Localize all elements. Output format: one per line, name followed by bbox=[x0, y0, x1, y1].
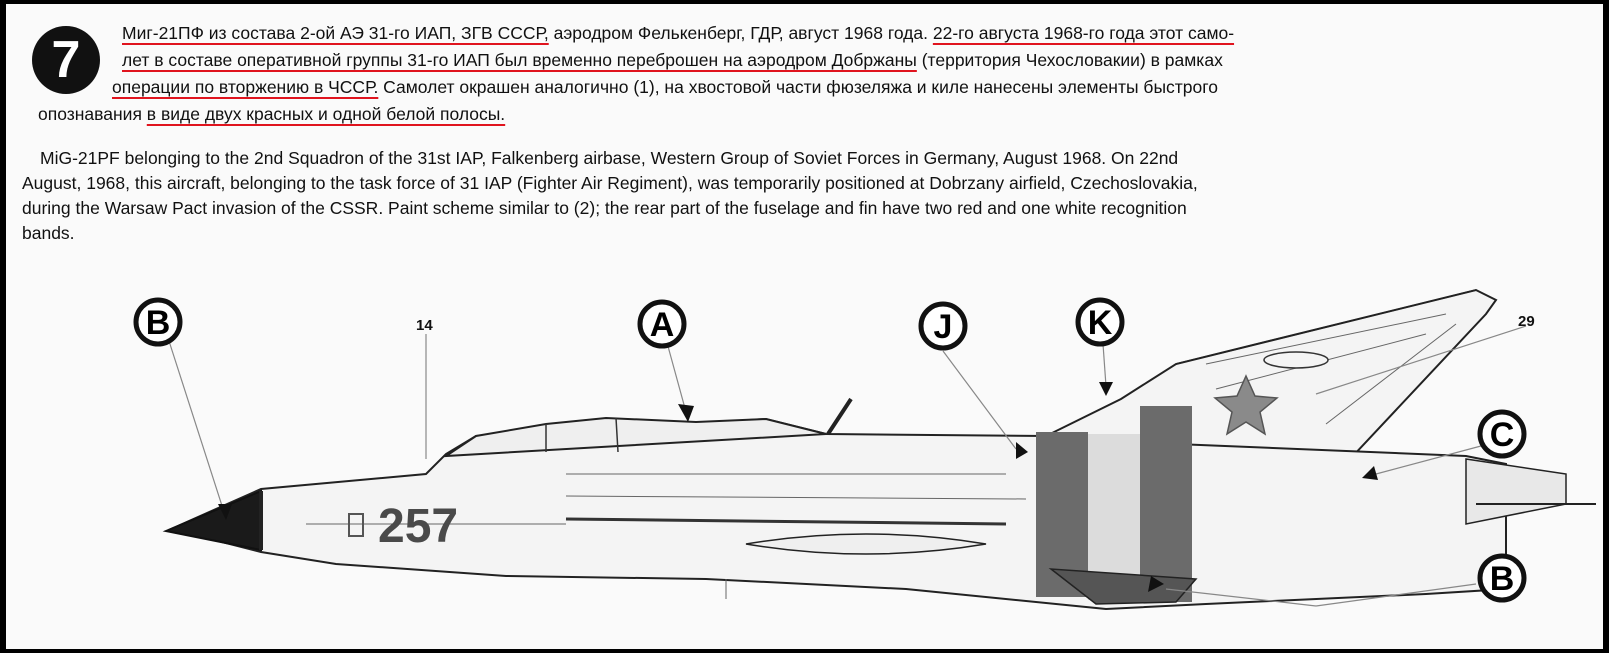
svg-text:A: A bbox=[650, 306, 675, 344]
svg-text:C: C bbox=[1490, 416, 1515, 454]
en-line2: August, 1968, this aircraft, belonging t… bbox=[22, 173, 1198, 193]
callout-c: C bbox=[1477, 409, 1527, 459]
dorsal-antenna bbox=[826, 397, 853, 436]
fuselage-panel-lines bbox=[306, 473, 1027, 599]
ru-line3-plain: Самолет окрашен аналогично (1), на хвост… bbox=[378, 77, 1218, 97]
svg-text:B: B bbox=[1490, 560, 1515, 598]
marking-number-14: 14 bbox=[416, 317, 433, 334]
ru-line1-underlined-2: 22-го августа 1968-го года этот само- bbox=[932, 23, 1235, 43]
russian-caption: Миг-21ПФ из состава 2-ой АЭ 31-го ИАП, З… bbox=[32, 20, 1592, 128]
mig21-side-profile-drawing: 257 B A bbox=[133, 288, 1596, 611]
decal-sheet-page: 7 Миг-21ПФ из состава 2-ой АЭ 31-го ИАП,… bbox=[6, 4, 1603, 649]
fin-fairing bbox=[1263, 351, 1329, 369]
callout-k: K bbox=[1075, 297, 1125, 347]
svg-text:B: B bbox=[146, 304, 171, 342]
belly-panel bbox=[1048, 568, 1198, 605]
en-line4: bands. bbox=[22, 223, 75, 243]
english-caption: MiG-21PF belonging to the 2nd Squadron o… bbox=[22, 146, 1597, 246]
arrow-heads bbox=[218, 382, 1378, 592]
en-line3: during the Warsaw Pact invasion of the C… bbox=[22, 198, 1187, 218]
exhaust-nozzle bbox=[1465, 458, 1567, 525]
fin-leading-edge bbox=[1175, 289, 1477, 365]
callout-j: J bbox=[918, 301, 968, 351]
underwing-tank bbox=[745, 533, 987, 555]
canopy bbox=[442, 416, 827, 458]
ru-line2-underlined: лет в составе оперативной группы 31-го И… bbox=[122, 50, 917, 70]
callout-a: A bbox=[637, 299, 687, 349]
tail-number: 257 bbox=[378, 500, 458, 553]
svg-text:J: J bbox=[934, 308, 953, 346]
en-line1: MiG-21PF belonging to the 2nd Squadron o… bbox=[40, 148, 1179, 168]
marking-number-29: 29 bbox=[1518, 313, 1535, 330]
callout-b-nose: B bbox=[133, 297, 183, 347]
profile-number-badge: 7 bbox=[32, 26, 100, 94]
svg-text:K: K bbox=[1088, 304, 1113, 342]
tail-number-box bbox=[348, 513, 364, 537]
ru-line2-plain: (территория Чехословакии) в рамках bbox=[916, 50, 1223, 70]
ru-line4-plain: опознавания bbox=[38, 104, 147, 124]
leader-lines bbox=[168, 325, 1527, 607]
ru-line1-underlined: Миг-21ПФ из состава 2-ой АЭ 31-го ИАП, З… bbox=[122, 23, 549, 43]
nose-cone bbox=[162, 489, 262, 552]
ru-line3-underlined: операции по вторжению в ЧССР. bbox=[112, 77, 379, 97]
recognition-band-red-2 bbox=[1140, 406, 1192, 602]
missile-rail bbox=[565, 517, 1007, 526]
callout-b-belly: B bbox=[1477, 553, 1527, 603]
ru-line4-underlined: в виде двух красных и одной белой полосы… bbox=[146, 104, 506, 124]
canopy-frame bbox=[545, 417, 619, 453]
red-star-insignia bbox=[1213, 374, 1279, 436]
ru-line1-plain: аэродром Фелькенберг, ГДР, август 1968 г… bbox=[548, 23, 933, 43]
